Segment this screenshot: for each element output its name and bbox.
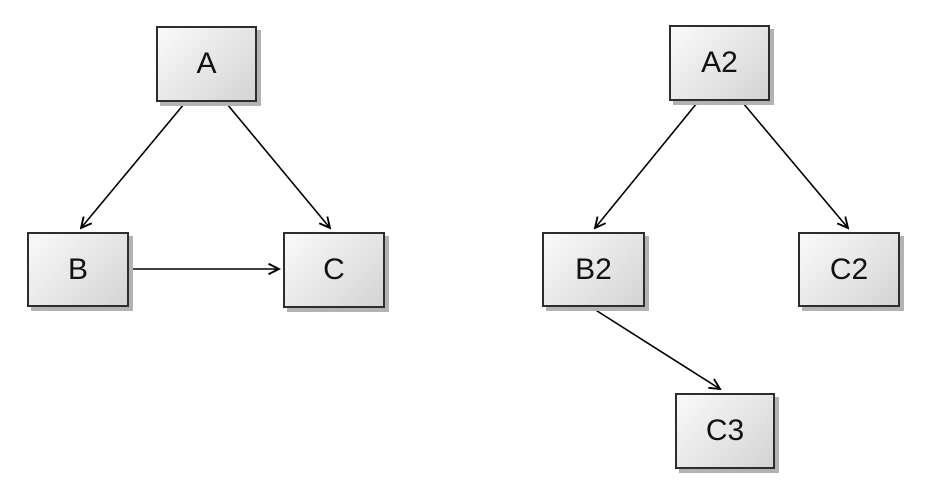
node-C3[interactable]: C3 [675, 393, 775, 469]
node-A2[interactable]: A2 [669, 25, 770, 101]
node-label-C3: C3 [705, 414, 745, 447]
node-C2[interactable]: C2 [798, 232, 900, 307]
edge-A2-B2[interactable] [595, 102, 698, 228]
node-label-A2: A2 [701, 46, 738, 79]
node-B2[interactable]: B2 [542, 232, 645, 307]
node-A[interactable]: A [156, 26, 257, 102]
node-C[interactable]: C [283, 232, 385, 308]
node-label-B: B [67, 252, 88, 286]
node-B[interactable]: B [27, 232, 129, 307]
edge-A-B[interactable] [81, 103, 185, 228]
edge-A-C[interactable] [226, 103, 330, 228]
edges-group [81, 102, 848, 389]
node-label-C: C [323, 253, 345, 286]
node-label-A: A [196, 47, 217, 80]
node-label-C2: C2 [829, 252, 869, 286]
edge-A2-C2[interactable] [742, 102, 848, 228]
edge-B2-C3[interactable] [593, 308, 720, 389]
node-label-B2: B2 [575, 252, 612, 286]
